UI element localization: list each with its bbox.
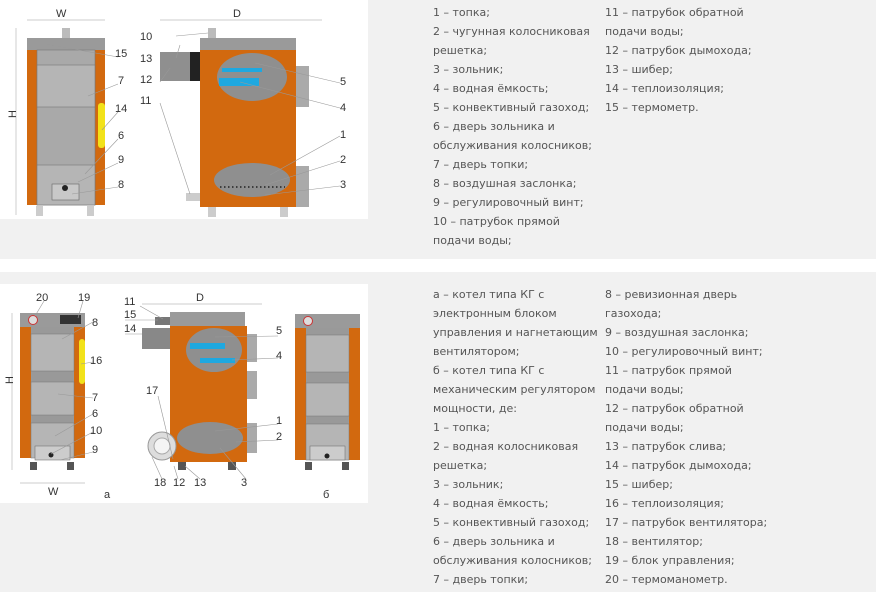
callout: 18	[154, 477, 166, 489]
callout: 2	[276, 431, 282, 443]
legend-item: 14 – патрубок дымохода;	[605, 459, 752, 472]
legend-column-1: а – котел типа КГ с электронным блоком у…	[433, 285, 603, 589]
callout: 5	[340, 76, 346, 88]
front-view-b	[295, 314, 360, 470]
view-label-a: а	[104, 489, 111, 501]
callout: 16	[90, 355, 102, 367]
legend-item: а – котел типа КГ с электронным блоком у…	[433, 288, 598, 358]
legend-item: 11 – патрубок прямой подачи воды;	[605, 364, 732, 396]
legend-item: 1 – топка;	[433, 6, 490, 19]
legend-item: 12 – патрубок дымохода;	[605, 44, 752, 57]
callout: 19	[78, 292, 90, 304]
legend-item: 20 – термоманометр.	[605, 573, 728, 586]
view-label-b: б	[323, 489, 329, 501]
callout: 3	[340, 179, 346, 191]
callout: 9	[92, 444, 98, 456]
callout: 11	[124, 296, 135, 308]
legend-item: 3 – зольник;	[433, 478, 504, 491]
callout: 2	[340, 154, 346, 166]
front-view-a	[20, 313, 85, 470]
boiler-kg-variants-section: 20 19 8 16 7 6 10 9 W H а D 11 15 14 17 …	[0, 272, 876, 592]
side-view	[160, 28, 309, 217]
callout: 4	[276, 350, 282, 362]
legend-item: б – котел типа КГ с механическим регулят…	[433, 364, 596, 415]
callout: 10	[90, 425, 102, 437]
legend-item: 2 – чугунная колосниковая решетка;	[433, 25, 590, 57]
callout: 13	[140, 53, 152, 65]
front-view	[27, 28, 105, 216]
legend-item: 8 – воздушная заслонка;	[433, 177, 577, 190]
boiler-diagram-kg: W D H 15 7 14 6 9 8 10 13 12 11 5 4 1 2 …	[0, 0, 368, 219]
legend-item: 15 – термометр.	[605, 101, 699, 114]
legend-item: 19 – блок управления;	[605, 554, 735, 567]
legend-item: 7 – дверь топки;	[433, 158, 529, 171]
callout: 1	[340, 129, 346, 141]
callout: 15	[115, 48, 127, 60]
legend-item: 4 – водная ёмкость;	[433, 82, 549, 95]
dim-w: W	[56, 8, 67, 20]
legend-item: 11 – патрубок обратной подачи воды;	[605, 6, 744, 38]
legend-item: 15 – шибер;	[605, 478, 673, 491]
callout: 14	[124, 323, 136, 335]
boiler-schematic: W D H 15 7 14 6 9 8 10 13 12 11 5 4 1 2 …	[7, 8, 346, 217]
callout: 11	[140, 95, 151, 107]
boiler-diagram-kg-variants: 20 19 8 16 7 6 10 9 W H а D 11 15 14 17 …	[0, 284, 368, 503]
callout: 6	[118, 130, 124, 142]
callout: 14	[115, 103, 127, 115]
dim-d: D	[196, 292, 204, 304]
callout: 3	[241, 477, 247, 489]
callout: 10	[140, 31, 152, 43]
legend-item: 9 – регулировочный винт;	[433, 196, 584, 209]
legend-column-2: 11 – патрубок обратной подачи воды; 12 –…	[605, 3, 775, 117]
legend-item: 7 – дверь топки;	[433, 573, 529, 586]
callout: 5	[276, 325, 282, 337]
legend-item: 3 – зольник;	[433, 63, 504, 76]
callout: 8	[92, 317, 98, 329]
callout: 7	[92, 392, 98, 404]
callout: 4	[340, 102, 346, 114]
dim-d: D	[233, 8, 241, 20]
boiler-schematic: 20 19 8 16 7 6 10 9 W H а D 11 15 14 17 …	[4, 292, 360, 501]
legend-item: 13 – патрубок слива;	[605, 440, 727, 453]
legend-item: 6 – дверь зольника и обслуживания колосн…	[433, 535, 592, 567]
legend-item: 2 – водная колосниковая решетка;	[433, 440, 579, 472]
legend-item: 17 – патрубок вентилятора;	[605, 516, 768, 529]
callout: 13	[194, 477, 206, 489]
legend-item: 10 – патрубок прямой подачи воды;	[433, 215, 560, 247]
callout: 9	[118, 154, 124, 166]
legend-item: 5 – конвективный газоход;	[433, 101, 590, 114]
side-view	[142, 312, 257, 470]
legend-item: 13 – шибер;	[605, 63, 673, 76]
legend-item: 1 – топка;	[433, 421, 490, 434]
legend-item: 12 – патрубок обратной подачи воды;	[605, 402, 744, 434]
legend-column-2: 8 – ревизионная дверь газохода; 9 – возд…	[605, 285, 775, 589]
legend-column-1: 1 – топка; 2 – чугунная колосниковая реш…	[433, 3, 603, 250]
callout: 1	[276, 415, 282, 427]
legend-item: 14 – теплоизоляция;	[605, 82, 724, 95]
legend-item: 16 – теплоизоляция;	[605, 497, 724, 510]
dim-h: H	[4, 376, 16, 384]
callout: 15	[124, 309, 136, 321]
legend-item: 9 – воздушная заслонка;	[605, 326, 749, 339]
callout: 7	[118, 75, 124, 87]
callout: 17	[146, 385, 158, 397]
boiler-kg-section: W D H 15 7 14 6 9 8 10 13 12 11 5 4 1 2 …	[0, 0, 876, 259]
callout: 6	[92, 408, 98, 420]
legend-item: 5 – конвективный газоход;	[433, 516, 590, 529]
legend-item: 10 – регулировочный винт;	[605, 345, 763, 358]
legend-item: 6 – дверь зольника и обслуживания колосн…	[433, 120, 592, 152]
dim-w: W	[48, 486, 59, 498]
callout: 12	[140, 74, 152, 86]
legend-item: 4 – водная ёмкость;	[433, 497, 549, 510]
legend-item: 8 – ревизионная дверь газохода;	[605, 288, 738, 320]
legend-item: 18 – вентилятор;	[605, 535, 703, 548]
callout: 8	[118, 179, 124, 191]
dim-h: H	[7, 110, 19, 118]
callout: 12	[173, 477, 185, 489]
callout: 20	[36, 292, 48, 304]
